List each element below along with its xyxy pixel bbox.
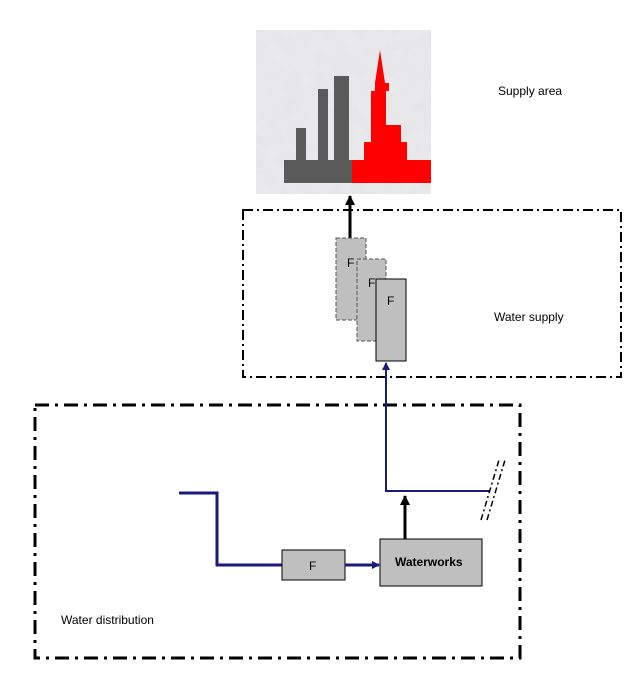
water-supply-frame <box>242 209 622 378</box>
supply-main-pipe <box>385 363 489 492</box>
filter-letter-middle: F <box>368 276 375 290</box>
filter-box-front <box>375 278 407 362</box>
supply-area-label: Supply area <box>498 84 562 98</box>
filter-letter-distribution: F <box>309 559 316 573</box>
water-supply-label: Water supply <box>494 310 564 324</box>
waterworks-label: Waterworks <box>395 555 463 569</box>
pipe-break-mark <box>480 459 506 521</box>
supply-area-image <box>256 30 431 194</box>
city-skyline-icon <box>284 50 431 183</box>
filter-box-distribution <box>281 549 346 581</box>
waterworks-box <box>379 538 483 587</box>
filter-stack: F F F <box>335 237 407 362</box>
filter-letter-front: F <box>387 294 394 308</box>
inlet-pipe <box>179 491 282 567</box>
water-distribution-frame <box>33 403 522 660</box>
water-distribution-label: Water distribution <box>61 613 154 627</box>
filter-letter-back: F <box>347 256 354 270</box>
